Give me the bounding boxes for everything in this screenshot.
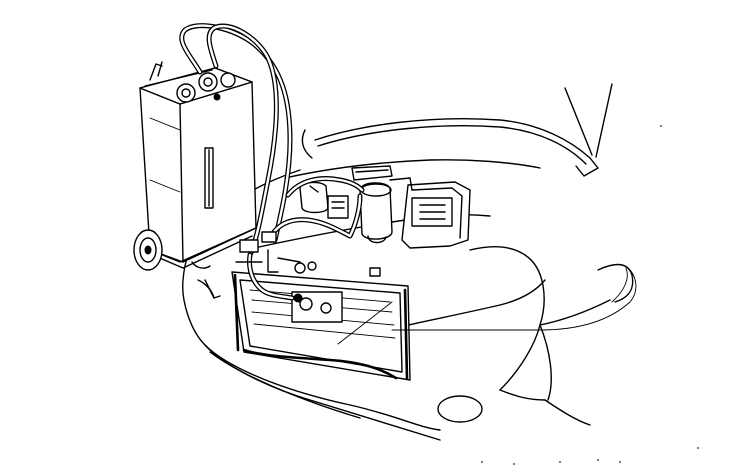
ac-recovery-station <box>133 61 257 271</box>
car-body <box>182 169 634 441</box>
service-hoses <box>179 23 365 301</box>
pressure-gauge-high <box>198 72 218 92</box>
scan-speckle <box>481 125 699 465</box>
callout-lines <box>337 267 637 345</box>
engine-bay <box>244 159 541 251</box>
pressure-gauge-low <box>176 83 196 103</box>
accumulator <box>359 182 393 240</box>
fog-lamp <box>437 395 483 423</box>
raised-hood <box>301 83 613 177</box>
control-knob <box>220 72 236 88</box>
condenser <box>231 261 411 381</box>
